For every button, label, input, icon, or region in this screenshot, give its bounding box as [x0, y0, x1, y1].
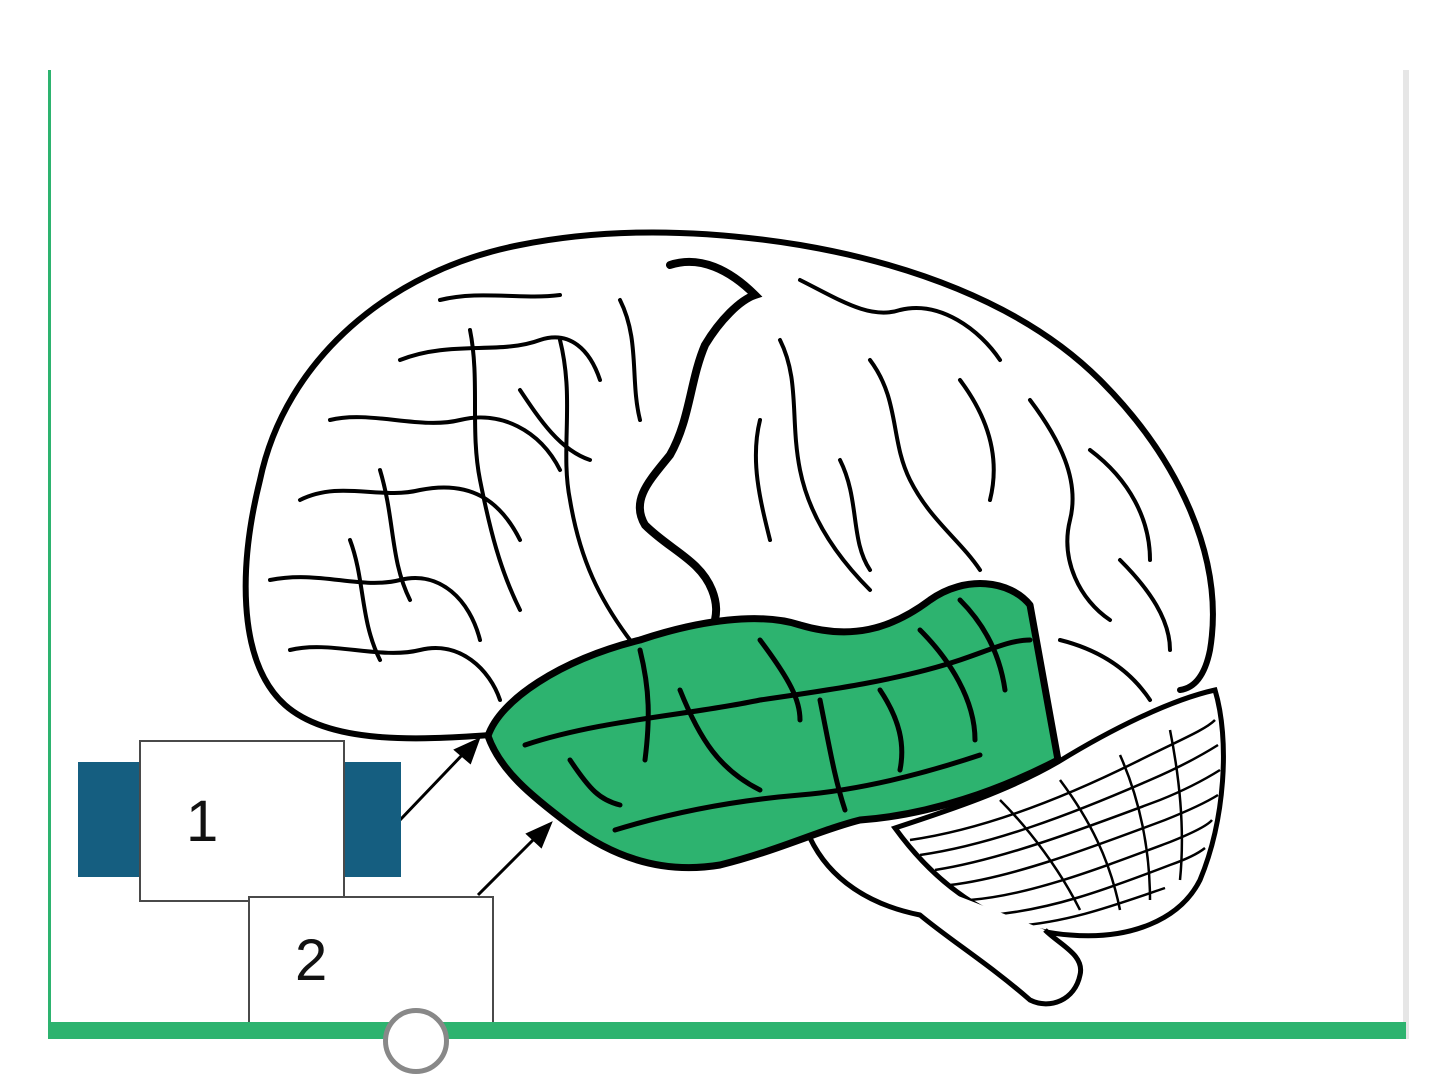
cerebellum-folia	[909, 719, 1221, 928]
label-2-text: 2	[295, 927, 328, 993]
temporal-gyri	[522, 597, 1033, 833]
label-1-text: 1	[186, 788, 219, 854]
frame-bottom-bar	[48, 1022, 1406, 1039]
circle-handle-icon[interactable]	[383, 1008, 449, 1074]
central-sulcus	[635, 257, 763, 624]
label-2-box[interactable]: 2	[248, 896, 494, 1024]
cortex-sulci	[268, 278, 1172, 702]
label-1-left-tab	[78, 762, 142, 877]
brainstem	[807, 836, 1084, 1007]
frame-right-border	[1403, 70, 1409, 1039]
label-arrows	[398, 737, 553, 897]
label-1-right-tab	[343, 762, 401, 877]
label-1-box[interactable]: 1	[139, 740, 345, 902]
cerebellum	[890, 687, 1226, 939]
frame-left-border	[48, 70, 51, 1039]
brain-diagram	[242, 229, 1226, 1007]
